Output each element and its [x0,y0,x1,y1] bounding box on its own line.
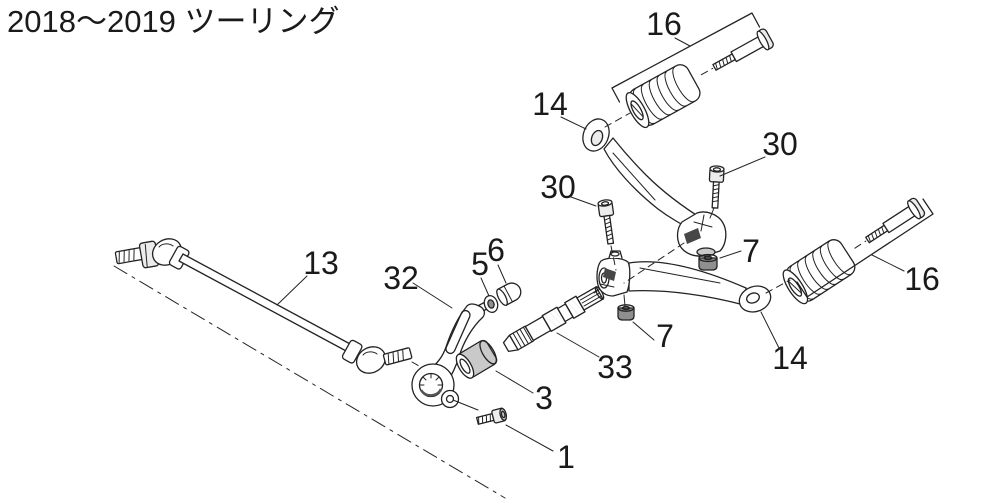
part-washer [483,295,499,313]
part-shift-lever-rear [582,118,727,260]
part-shift-lever-front [596,250,772,313]
callout-33: 33 [597,349,633,385]
part-shifter-shaft [502,286,605,352]
leader-lines [276,37,905,452]
alignment-dash-levers [623,242,685,284]
part-shift-rod [114,238,420,374]
callout-1: 1 [557,439,575,475]
callout-5: 5 [471,246,489,282]
part-pinch-bolt [475,407,508,425]
alignment-dash-shaft-to-lever [593,286,604,294]
bracket-upper [611,12,761,103]
callout-30-right: 30 [762,126,798,162]
page-title: 2018〜2019 ツーリング [7,4,340,39]
alignment-dash-peg-upper [604,112,631,128]
part-shift-peg-upper [625,28,774,129]
callout-16-right: 16 [904,261,940,297]
callout-13: 13 [303,245,339,281]
alignment-line-bolt-right [709,207,715,219]
callout-3: 3 [535,380,553,416]
bracket-lower [796,198,934,298]
part-shift-peg-lower [782,197,926,305]
callout-7-top: 7 [742,233,760,269]
callout-14-top: 14 [532,86,568,122]
part-socket-bolt-left [597,199,615,245]
part-cap-nut [496,282,522,306]
part-inner-shift-lever [411,300,491,409]
callout-30-left: 30 [540,169,576,205]
part-flange-nut-upper [698,253,718,271]
alignment-dash-rod-to-lever [411,361,420,367]
callout-16-top: 16 [646,6,682,42]
callout-32: 32 [383,260,419,296]
callout-6: 6 [487,232,505,268]
callout-7-bottom: 7 [656,318,674,354]
part-flange-nut-lower [617,294,635,321]
part-socket-bolt-right [708,165,725,209]
alignment-dash-peg-lower [765,279,791,294]
callout-14-bottom: 14 [772,340,808,376]
part-bushing [455,339,498,379]
alignment-dash-bolt-left [610,245,617,271]
